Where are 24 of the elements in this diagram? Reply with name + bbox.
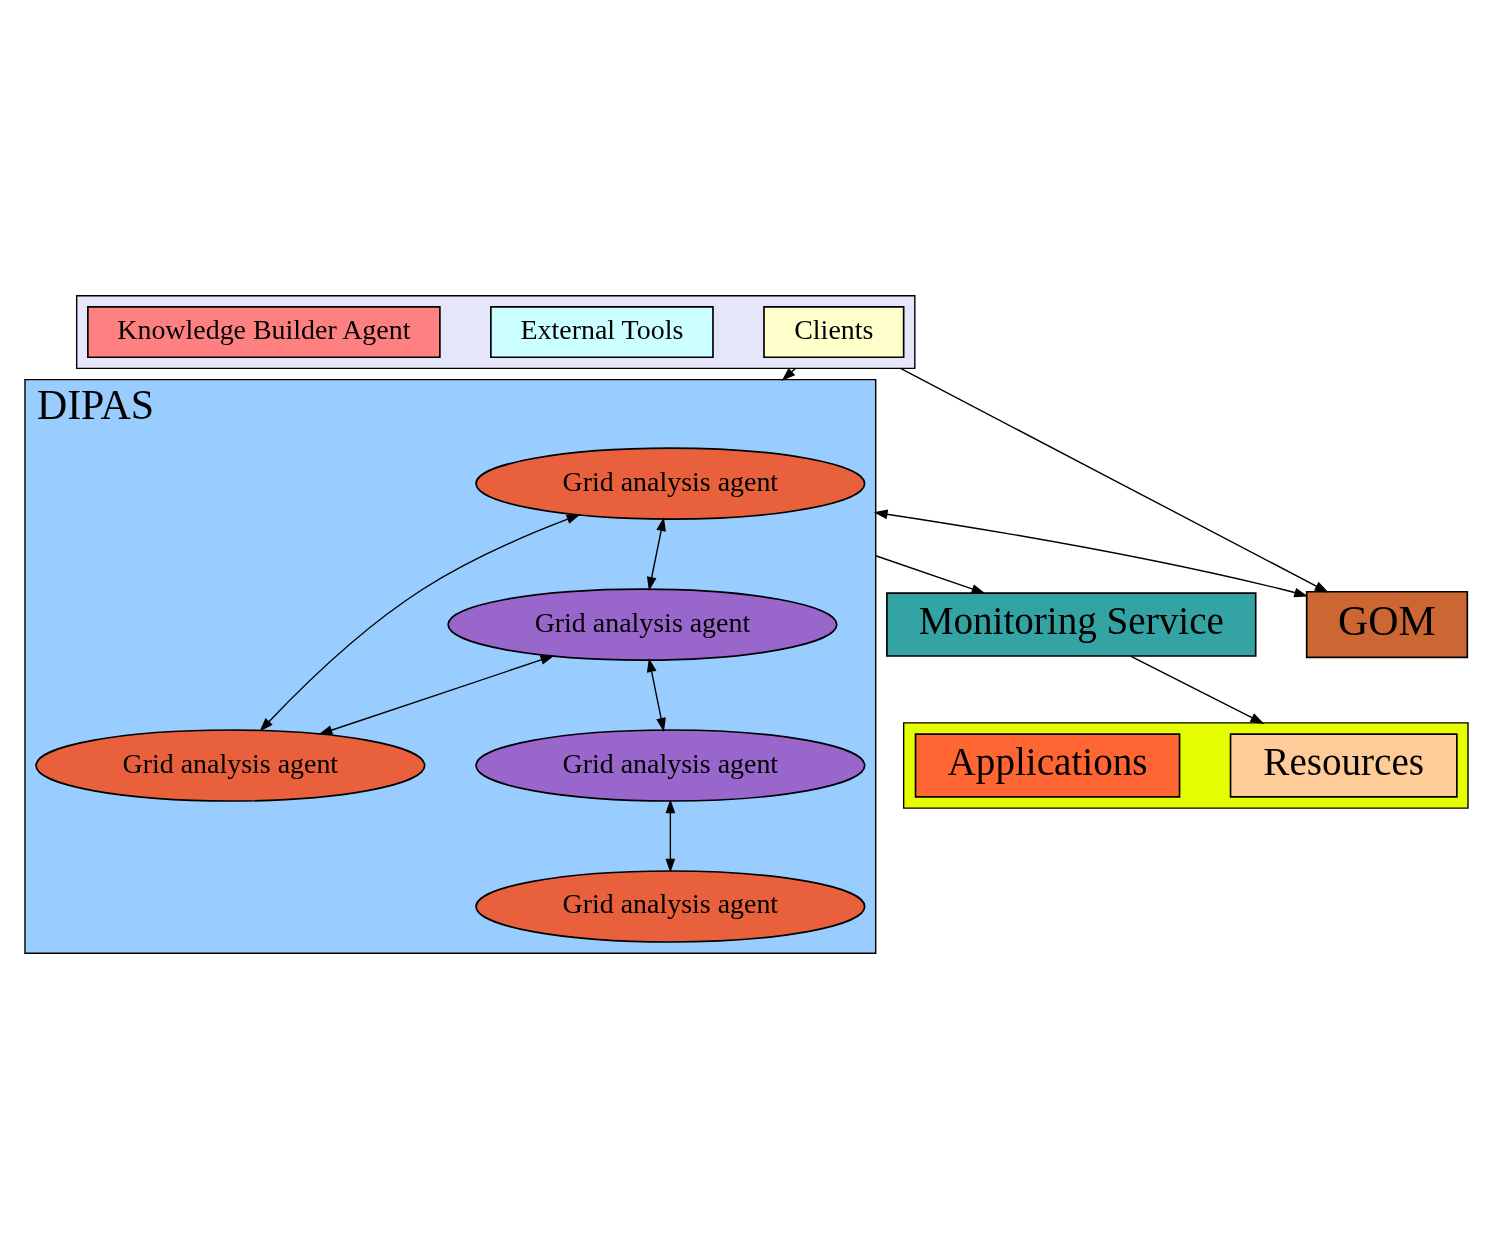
node-box: Knowledge Builder Agent: [87, 306, 441, 359]
arrow: [781, 367, 797, 381]
node-box: External Tools: [490, 306, 714, 359]
node-box: Applications: [914, 733, 1181, 798]
node-box: Clients: [763, 306, 905, 359]
arrow: [1130, 655, 1265, 724]
node-box: GOM: [1305, 590, 1469, 659]
node-box: Resources: [1229, 733, 1458, 798]
arrow: [873, 509, 1309, 598]
cluster: [902, 722, 1469, 809]
node-ellipse: Grid analysis agent: [475, 870, 866, 943]
node-ellipse: Grid analysis agent: [475, 447, 866, 520]
node-box: Monitoring Service: [886, 592, 1257, 657]
arrow: [318, 655, 555, 735]
node-ellipse: Grid analysis agent: [35, 729, 426, 802]
arrow: [259, 514, 581, 732]
node-ellipse: Grid analysis agent: [475, 729, 866, 802]
arrow: [646, 517, 666, 591]
cluster: [75, 295, 916, 370]
arrow: [899, 367, 1329, 593]
arrow: [646, 658, 666, 732]
node-ellipse: Grid analysis agent: [447, 588, 838, 661]
arrow: [875, 555, 986, 594]
arrow: [665, 799, 676, 873]
